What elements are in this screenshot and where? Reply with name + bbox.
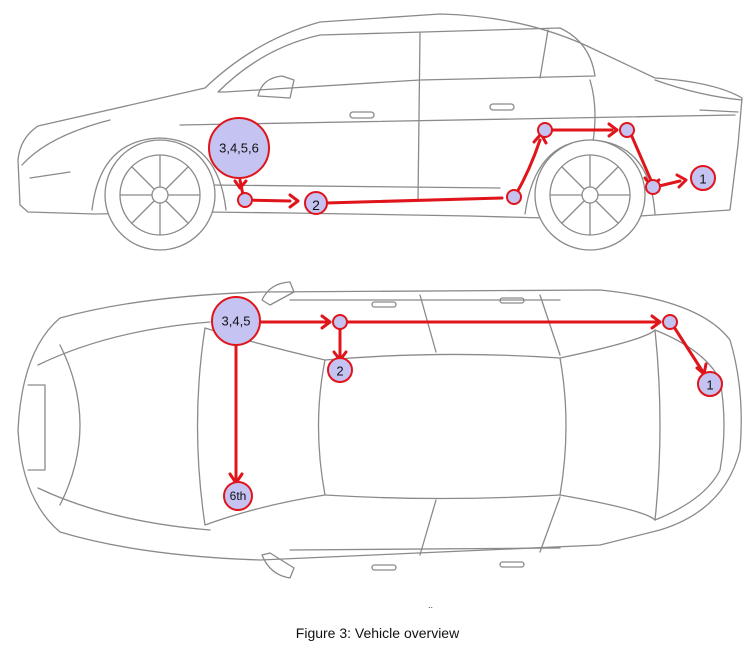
top-node-1 <box>697 371 723 397</box>
separator-dots: .. <box>428 600 434 610</box>
top-node-345 <box>211 296 261 346</box>
top-front-bumper <box>27 384 46 471</box>
top-car-body <box>17 289 742 561</box>
side-car-body <box>17 13 743 219</box>
top-node <box>662 314 678 330</box>
side-node <box>645 179 661 195</box>
side-arrowhead <box>288 193 300 209</box>
top-label-345: 3,4,5 <box>222 314 251 329</box>
top-label-6th: 6th <box>230 489 247 503</box>
top-left-mirror <box>261 281 295 306</box>
top-route-seg-d <box>672 325 705 374</box>
side-arrowhead <box>607 122 619 138</box>
top-arrowhead <box>320 314 332 330</box>
side-arrowhead <box>675 173 688 189</box>
side-route-seg-b <box>324 196 504 205</box>
side-headlight <box>21 119 111 166</box>
top-view-route: 3,4,5 2 1 6th <box>211 296 723 511</box>
side-front-wheel <box>104 139 216 251</box>
top-arrowhead <box>650 314 662 330</box>
side-windows <box>217 27 596 93</box>
top-node <box>332 314 348 330</box>
side-label-2: 2 <box>312 197 320 213</box>
side-node-3456 <box>208 117 270 179</box>
side-label-3456: 3,4,5,6 <box>219 141 259 156</box>
side-node <box>537 122 553 138</box>
side-node-2 <box>304 191 328 215</box>
top-node-6th <box>223 481 253 511</box>
side-rear-wheel <box>534 139 646 251</box>
top-label-1: 1 <box>706 378 713 393</box>
side-arrowhead <box>233 179 248 190</box>
side-mirror <box>257 75 295 99</box>
top-windshield <box>196 327 326 526</box>
top-right-mirror <box>261 552 295 579</box>
figure-caption: Figure 3: Vehicle overview <box>295 625 460 641</box>
rear-door-handle <box>489 103 515 111</box>
side-node-1 <box>690 165 716 191</box>
side-node <box>237 192 253 208</box>
side-label-1: 1 <box>699 172 706 187</box>
top-view-car <box>17 281 742 579</box>
top-rear-window <box>559 329 661 521</box>
side-view-car <box>17 13 743 251</box>
side-node <box>619 122 635 138</box>
top-label-2: 2 <box>336 364 343 379</box>
top-node-2 <box>327 357 353 383</box>
side-view-route: 3,4,5,6 2 1 <box>208 117 716 215</box>
top-roof-edge <box>324 353 561 361</box>
front-door-handle <box>349 111 375 119</box>
side-node <box>506 189 522 205</box>
